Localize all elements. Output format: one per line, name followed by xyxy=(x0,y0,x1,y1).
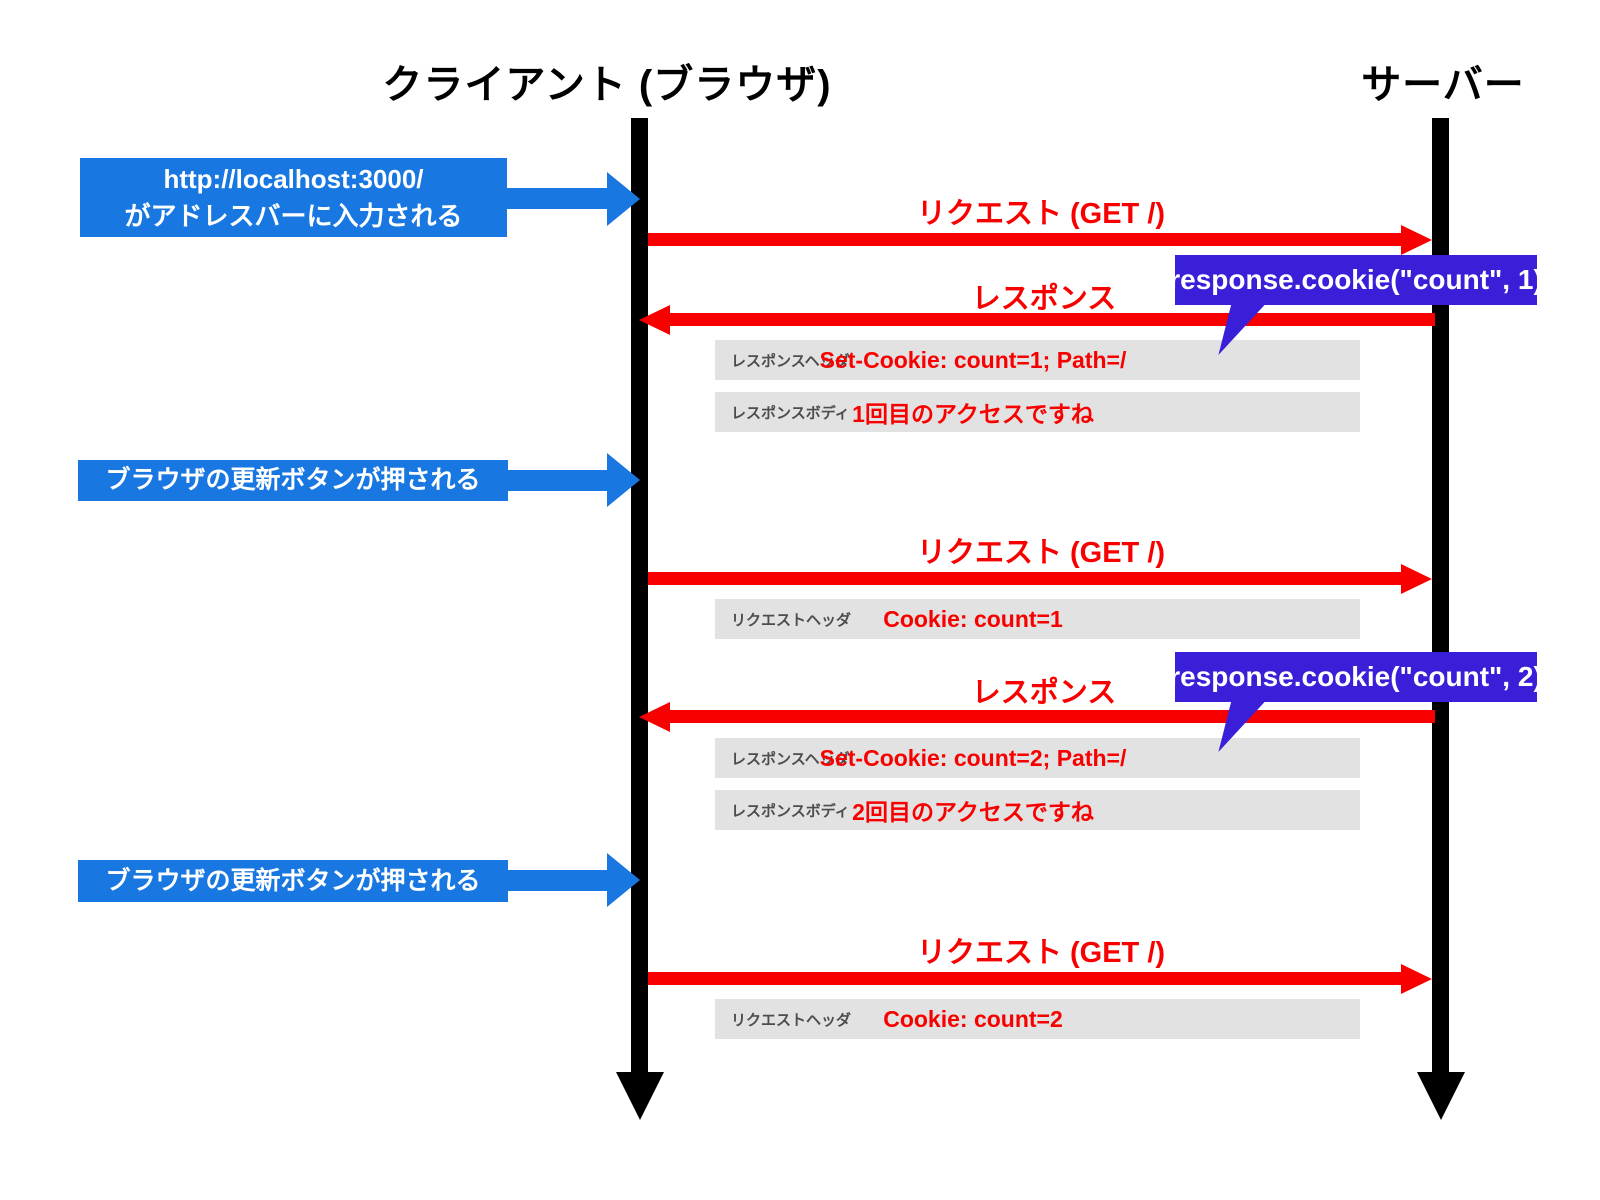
annotation-reload-2-text: ブラウザの更新ボタンが押される xyxy=(105,866,481,895)
request3-header-row: リクエストヘッダ Cookie: count=2 xyxy=(715,999,1360,1039)
annotation-reload-1-text: ブラウザの更新ボタンが押される xyxy=(105,466,481,494)
row-value: 2回目のアクセスですね xyxy=(852,799,1094,825)
annotation-reload-1: ブラウザの更新ボタンが押される xyxy=(78,460,508,501)
response1-body-row: レスポンスボディ 1回目のアクセスですね xyxy=(715,392,1360,432)
response2-arrow-left-icon xyxy=(639,702,670,732)
callout-response-cookie-1: response.cookie("count", 1) xyxy=(1169,255,1543,305)
request3-arrow xyxy=(648,972,1402,985)
annotation3-arrow-right-icon xyxy=(607,853,640,907)
row-value: Cookie: count=1 xyxy=(883,605,1063,632)
response1-label: レスポンス xyxy=(971,283,1117,315)
request3-label: リクエスト (GET /) xyxy=(916,937,1166,969)
request2-arrow xyxy=(648,572,1402,585)
row-label: レスポンスボディ xyxy=(731,404,850,422)
row-value: Set-Cookie: count=2; Path=/ xyxy=(819,744,1127,771)
response2-arrow xyxy=(670,710,1435,723)
annotation2-arrow-right-icon xyxy=(607,453,640,507)
annotation-url-entered: http://localhost:3000/ がアドレスバーに入力される xyxy=(80,158,507,237)
server-lifeline xyxy=(1432,118,1449,1072)
annotation1-arrow-right-icon xyxy=(607,172,640,226)
response2-body-row: レスポンスボディ 2回目のアクセスですね xyxy=(715,790,1360,830)
request2-arrow-right-icon xyxy=(1401,564,1432,594)
server-lifeline-arrow-down-icon xyxy=(1417,1072,1465,1120)
response1-arrow-left-icon xyxy=(639,305,670,335)
server-title: サーバー xyxy=(1361,63,1525,107)
row-label: リクエストヘッダ xyxy=(731,1011,852,1029)
request2-header-row: リクエストヘッダ Cookie: count=1 xyxy=(715,599,1360,639)
row-label: レスポンスヘッダ xyxy=(731,750,850,768)
callout-response-cookie-2: response.cookie("count", 2) xyxy=(1169,652,1543,702)
request1-label: リクエスト (GET /) xyxy=(916,198,1166,230)
annotation3-arrow-stem xyxy=(508,870,609,891)
request2-label: リクエスト (GET /) xyxy=(916,537,1166,569)
row-value: Set-Cookie: count=1; Path=/ xyxy=(819,346,1127,373)
annotation-url-line1: http://localhost:3000/ xyxy=(163,164,424,195)
response2-header-row: レスポンスヘッダ Set-Cookie: count=2; Path=/ xyxy=(715,738,1360,778)
response2-label: レスポンス xyxy=(971,677,1117,709)
client-lifeline xyxy=(631,118,648,1072)
client-title: クライアント (ブラウザ) xyxy=(382,63,832,107)
annotation1-arrow-stem xyxy=(507,188,608,209)
request1-arrow xyxy=(648,233,1402,246)
row-label: レスポンスボディ xyxy=(731,802,850,820)
annotation2-arrow-stem xyxy=(508,470,609,491)
row-value: 1回目のアクセスですね xyxy=(852,401,1094,427)
request3-arrow-right-icon xyxy=(1401,964,1432,994)
row-label: レスポンスヘッダ xyxy=(731,352,850,370)
row-label: リクエストヘッダ xyxy=(731,611,852,629)
annotation-url-line2: がアドレスバーに入力される xyxy=(124,200,463,231)
annotation-reload-2: ブラウザの更新ボタンが押される xyxy=(78,860,508,902)
response1-header-row: レスポンスヘッダ Set-Cookie: count=1; Path=/ xyxy=(715,340,1360,380)
row-value: Cookie: count=2 xyxy=(883,1005,1063,1032)
request1-arrow-right-icon xyxy=(1401,225,1432,255)
client-lifeline-arrow-down-icon xyxy=(616,1072,664,1120)
